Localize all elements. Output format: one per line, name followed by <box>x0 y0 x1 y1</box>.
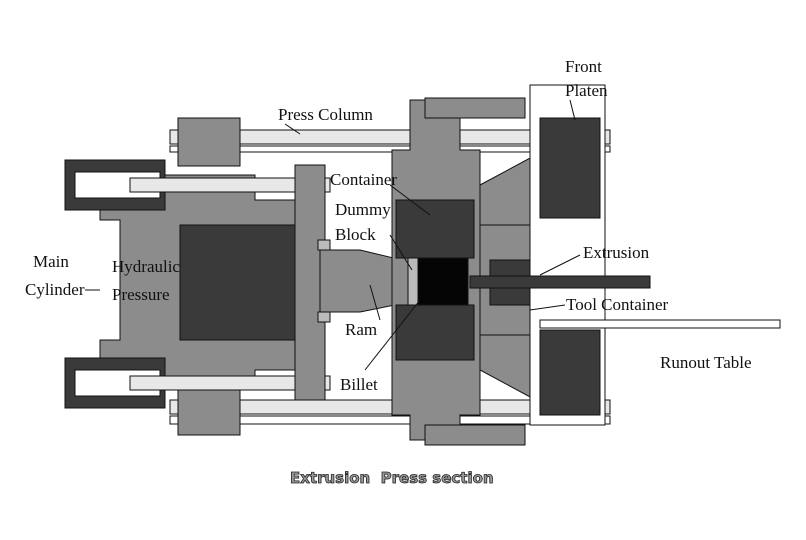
billet <box>417 257 469 306</box>
label-runout-table: Runout Table <box>660 353 752 372</box>
label-hydraulic-pressure-2: Pressure <box>112 285 170 304</box>
crosshead-bolt <box>317 311 331 323</box>
bottom-bracket <box>424 424 526 446</box>
label-front-platen: Front <box>565 57 602 76</box>
front-platen-bottom <box>539 329 601 416</box>
extrusion-profile <box>469 275 651 289</box>
side-cylinder-top <box>64 159 331 211</box>
container-liner-bottom <box>395 304 475 361</box>
top-bracket <box>424 97 526 119</box>
label-ram: Ram <box>345 320 377 339</box>
label-extrusion: Extrusion <box>583 243 650 262</box>
label-dummy-block-2: Block <box>335 225 376 244</box>
column-nut <box>177 384 241 436</box>
label-dummy-block: Dummy <box>335 200 391 219</box>
dummy-block <box>407 257 419 306</box>
label-press-column: Press Column <box>278 105 373 124</box>
label-tool-container: Tool Container <box>566 295 669 314</box>
container-liner-top <box>395 199 475 259</box>
main-piston <box>179 224 301 341</box>
side-cylinder-bottom <box>64 357 331 409</box>
diagram-title: Extrusion Press section <box>290 469 494 487</box>
press-column-top <box>169 129 611 153</box>
front-platen-top <box>539 117 601 219</box>
crosshead-bolt <box>317 239 331 251</box>
label-main-cylinder-2: Cylinder <box>25 280 85 299</box>
press-column-bottom <box>169 399 611 425</box>
label-billet: Billet <box>340 375 378 394</box>
column-nut <box>177 117 241 167</box>
label-front-platen-2: Platen <box>565 81 608 100</box>
label-hydraulic-pressure: Hydraulic <box>112 257 180 276</box>
label-main-cylinder: Main <box>33 252 69 271</box>
label-container: Container <box>330 170 397 189</box>
runout-table <box>539 319 781 329</box>
